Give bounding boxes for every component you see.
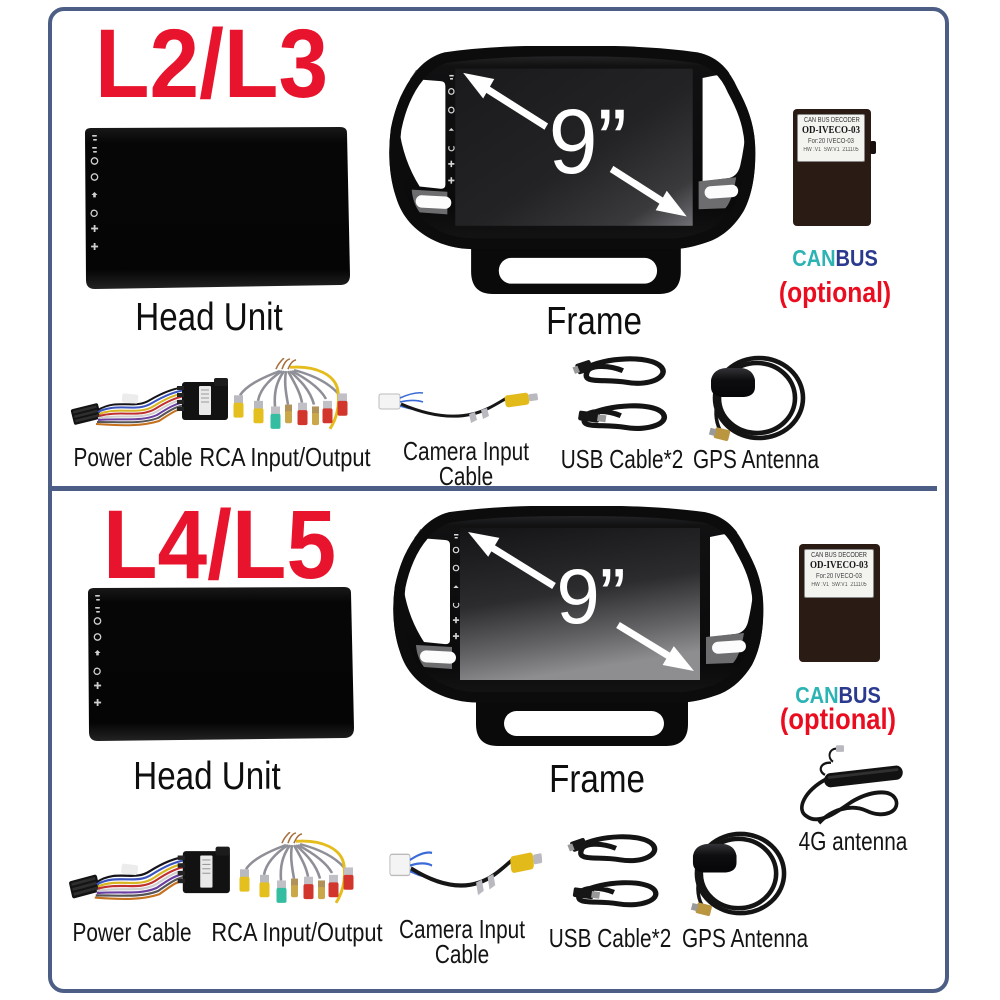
- svg-text:9”: 9”: [556, 552, 625, 640]
- svg-text:9”: 9”: [549, 91, 627, 193]
